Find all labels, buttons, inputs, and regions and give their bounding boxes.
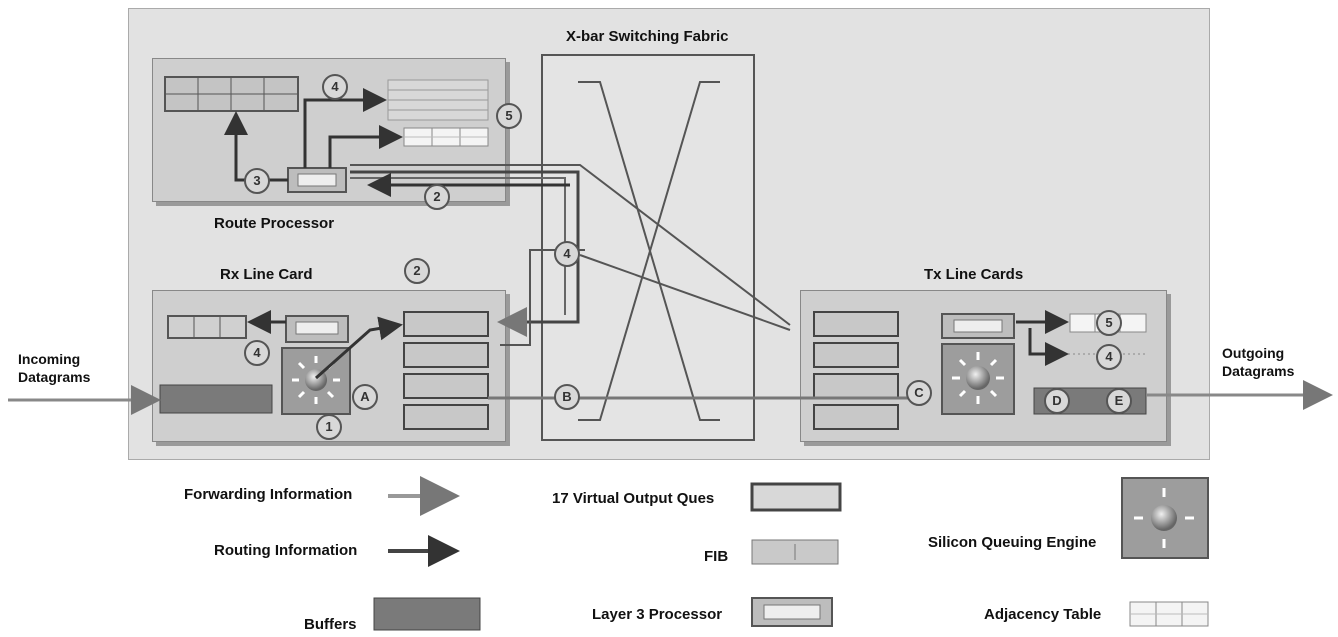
- marker-rp-5: 5: [496, 103, 522, 129]
- rx-buffer: [159, 384, 273, 414]
- rp-arrow-to-fib: [224, 111, 288, 182]
- marker-rx-A: A: [352, 384, 378, 410]
- marker-fabric-B: B: [554, 384, 580, 410]
- crossbar-title: X-bar Switching Fabric: [566, 28, 729, 45]
- legend-forwarding-label: Forwarding Information: [184, 486, 353, 503]
- incoming-datagrams-label: Incoming Datagrams: [18, 351, 91, 385]
- rp-brick-table: [387, 79, 489, 121]
- rx-l3-processor: [285, 315, 349, 343]
- route-processor-label: Route Processor: [214, 215, 335, 232]
- outgoing-datagrams-label: Outgoing Datagrams: [1222, 345, 1295, 379]
- crossbar-line-right: [578, 81, 720, 421]
- legend-l3-label: Layer 3 Processor: [592, 606, 723, 623]
- tx-l3-processor: [941, 313, 1015, 339]
- rx-output-queues: [403, 311, 489, 430]
- routing-line-to-tx-1: [350, 164, 791, 326]
- marker-tx-E: E: [1106, 388, 1132, 414]
- legend-l3-icon: [751, 597, 833, 627]
- marker-above-rx-2: 2: [404, 258, 430, 284]
- marker-tx-C: C: [906, 380, 932, 406]
- rp-arrow-to-brick: [303, 88, 387, 168]
- routing-line-to-tx-2: [579, 254, 791, 331]
- legend-buffers-label: Buffers: [304, 616, 357, 633]
- legend-buffers-icon: [373, 597, 481, 631]
- legend-voq-icon: [750, 482, 842, 512]
- rp-l3-processor: [287, 167, 347, 193]
- legend-sqe-label: Silicon Queuing Engine: [928, 534, 1097, 551]
- legend-routing-label: Routing Information: [214, 542, 358, 559]
- rx-arrow-engine-to-queue: [315, 316, 403, 380]
- legend-fib-label: FIB: [704, 548, 729, 565]
- rp-adjacency-table: [403, 127, 489, 147]
- legend-sqe-icon: [1121, 477, 1209, 559]
- legend-voq-label: 17 Virtual Output Ques: [552, 490, 715, 507]
- marker-rp-3: 3: [244, 168, 270, 194]
- legend-adjacency-label: Adjacency Table: [984, 606, 1102, 623]
- routing-line-rp-tx-b: [350, 177, 566, 315]
- tx-queuing-engine: [941, 343, 1015, 415]
- rx-line-card-label: Rx Line Card: [220, 266, 313, 283]
- marker-tx-D: D: [1044, 388, 1070, 414]
- tx-line-cards-label: Tx Line Cards: [924, 266, 1024, 283]
- tx-input-queues: [813, 311, 899, 430]
- rx-fib-table: [167, 315, 247, 339]
- rp-fib-table: [164, 76, 299, 112]
- marker-fabric-4: 4: [554, 241, 580, 267]
- rp-arrow-to-adj: [328, 125, 403, 168]
- legend-fib-icon: [751, 539, 839, 565]
- tx-arrow-to-fib: [1028, 328, 1069, 366]
- marker-tx-4: 4: [1096, 344, 1122, 370]
- marker-rp-2: 2: [424, 184, 450, 210]
- legend-adjacency-icon: [1129, 601, 1209, 627]
- marker-tx-5: 5: [1096, 310, 1122, 336]
- marker-rx-1: 1: [316, 414, 342, 440]
- marker-rp-4: 4: [322, 74, 348, 100]
- marker-rx-4: 4: [244, 340, 270, 366]
